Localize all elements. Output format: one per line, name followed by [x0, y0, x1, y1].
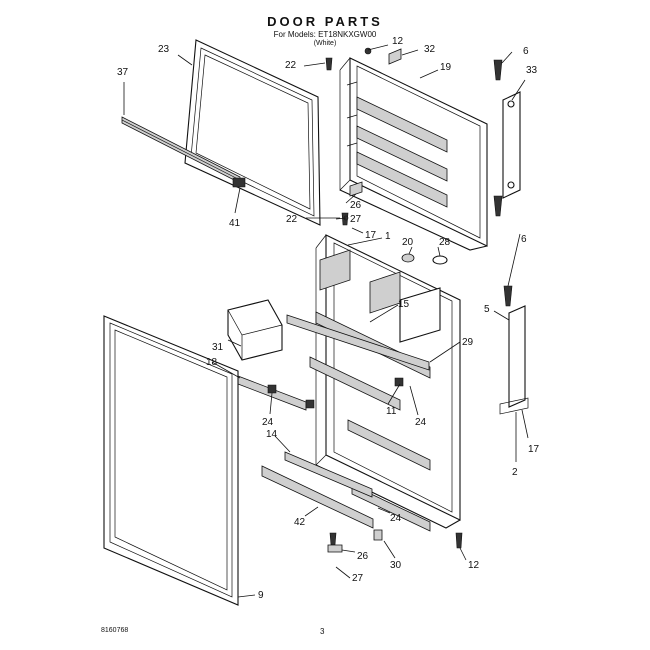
- page-number: 3: [320, 627, 325, 636]
- diagram-title: DOOR PARTS: [267, 14, 383, 29]
- callout-24-left: 24: [262, 417, 274, 428]
- color-code: (White): [313, 40, 337, 47]
- callout-27-bottom: 27: [352, 573, 364, 584]
- callout-17-right: 17: [528, 444, 540, 455]
- freezer-door-trim: [121, 116, 246, 188]
- callout-20: 20: [402, 237, 414, 248]
- callout-26-top: 26: [350, 200, 362, 211]
- freezer-door-liner: [339, 57, 488, 251]
- callout-1: 1: [385, 231, 391, 242]
- callout-5: 5: [484, 304, 490, 315]
- shelf-trim-14: [284, 451, 373, 498]
- upper-hinge: [493, 59, 521, 217]
- callout-22-mid: 22: [286, 214, 298, 225]
- callout-29: 29: [462, 337, 474, 348]
- door-bottom-trim: [261, 465, 374, 529]
- leader-lines: [123, 44, 529, 598]
- callout-28: 28: [439, 237, 451, 248]
- callout-15: 15: [398, 299, 410, 310]
- callout-26-bottom: 26: [357, 551, 369, 562]
- callout-24-right: 24: [415, 417, 427, 428]
- callout-17-top: 17: [365, 230, 377, 241]
- callout-27-top: 27: [350, 214, 362, 225]
- callout-11: 11: [386, 406, 397, 417]
- callout-42: 42: [294, 517, 306, 528]
- callout-18: 18: [206, 357, 218, 368]
- callout-2: 2: [512, 467, 518, 478]
- callout-19: 19: [440, 62, 452, 73]
- fresh-food-gasket: [103, 315, 239, 606]
- callout-9: 9: [258, 590, 264, 601]
- callout-31: 31: [212, 342, 224, 353]
- callout-37: 37: [117, 67, 129, 78]
- part-callouts: 23 12 32 6 37 22 19 33 41 26 22 27 17 1 …: [117, 36, 540, 601]
- callout-12: 12: [392, 36, 404, 47]
- callout-6-mid: 6: [521, 234, 527, 245]
- callout-6-top: 6: [523, 46, 529, 57]
- models-line: For Models: ET18NKXGW00: [273, 30, 377, 39]
- callout-23: 23: [158, 44, 170, 55]
- shelf-bar-upper: [286, 314, 430, 371]
- butter-compartment: [227, 299, 283, 361]
- callout-33: 33: [526, 65, 538, 76]
- part-code: 8160768: [101, 627, 129, 634]
- lower-hinge: [499, 285, 529, 415]
- callout-41: 41: [229, 218, 241, 229]
- callout-14: 14: [266, 429, 278, 440]
- callout-32: 32: [424, 44, 436, 55]
- callout-30: 30: [390, 560, 402, 571]
- freezer-gasket: [184, 39, 321, 226]
- callout-24-bottom: 24: [390, 513, 402, 524]
- callout-22-top: 22: [285, 60, 297, 71]
- callout-12-bottom: 12: [468, 560, 480, 571]
- fresh-food-door-liner: [309, 234, 461, 532]
